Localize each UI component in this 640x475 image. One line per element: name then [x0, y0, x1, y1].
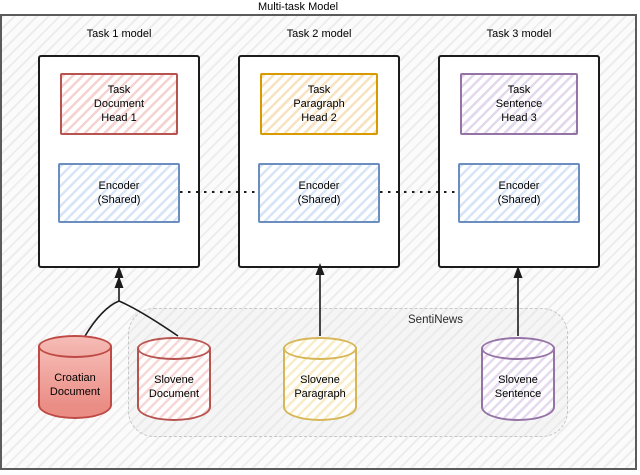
- cylinder-top: [137, 337, 211, 360]
- slovene-document-cylinder: Slovene Document: [137, 337, 211, 421]
- encoder-shared-box-3: Encoder (Shared): [458, 163, 580, 223]
- encoder-shared-box-2: Encoder (Shared): [258, 163, 380, 223]
- cylinder-top: [283, 337, 357, 360]
- cylinder-top: [481, 337, 555, 360]
- task-paragraph-head2-box: Task Paragraph Head 2: [260, 73, 378, 135]
- slovene-sentence-cylinder: Slovene Sentence: [481, 337, 555, 421]
- croatian-document-label: Croatian Document: [49, 372, 101, 399]
- slovene-paragraph-cylinder: Slovene Paragraph: [283, 337, 357, 421]
- slovene-sentence-label: Slovene Sentence: [494, 374, 542, 401]
- task-sentence-head3-box: Task Sentence Head 3: [460, 73, 578, 135]
- slovene-document-label: Slovene Document: [148, 374, 200, 401]
- sentinews-group-label: SentiNews: [408, 314, 463, 326]
- encoder-shared-box-1: Encoder (Shared): [58, 163, 180, 223]
- cylinder-top: [38, 335, 112, 358]
- task2-model-label: Task 2 model: [286, 28, 352, 40]
- croatian-document-cylinder: Croatian Document: [38, 335, 112, 419]
- task-document-head1-box: Task Document Head 1: [60, 73, 178, 135]
- task3-model-label: Task 3 model: [486, 28, 552, 40]
- diagram-title: Multi-task Model: [257, 1, 339, 13]
- slovene-paragraph-label: Slovene Paragraph: [294, 374, 346, 401]
- task1-model-label: Task 1 model: [86, 28, 152, 40]
- cylinder-body: [38, 346, 112, 419]
